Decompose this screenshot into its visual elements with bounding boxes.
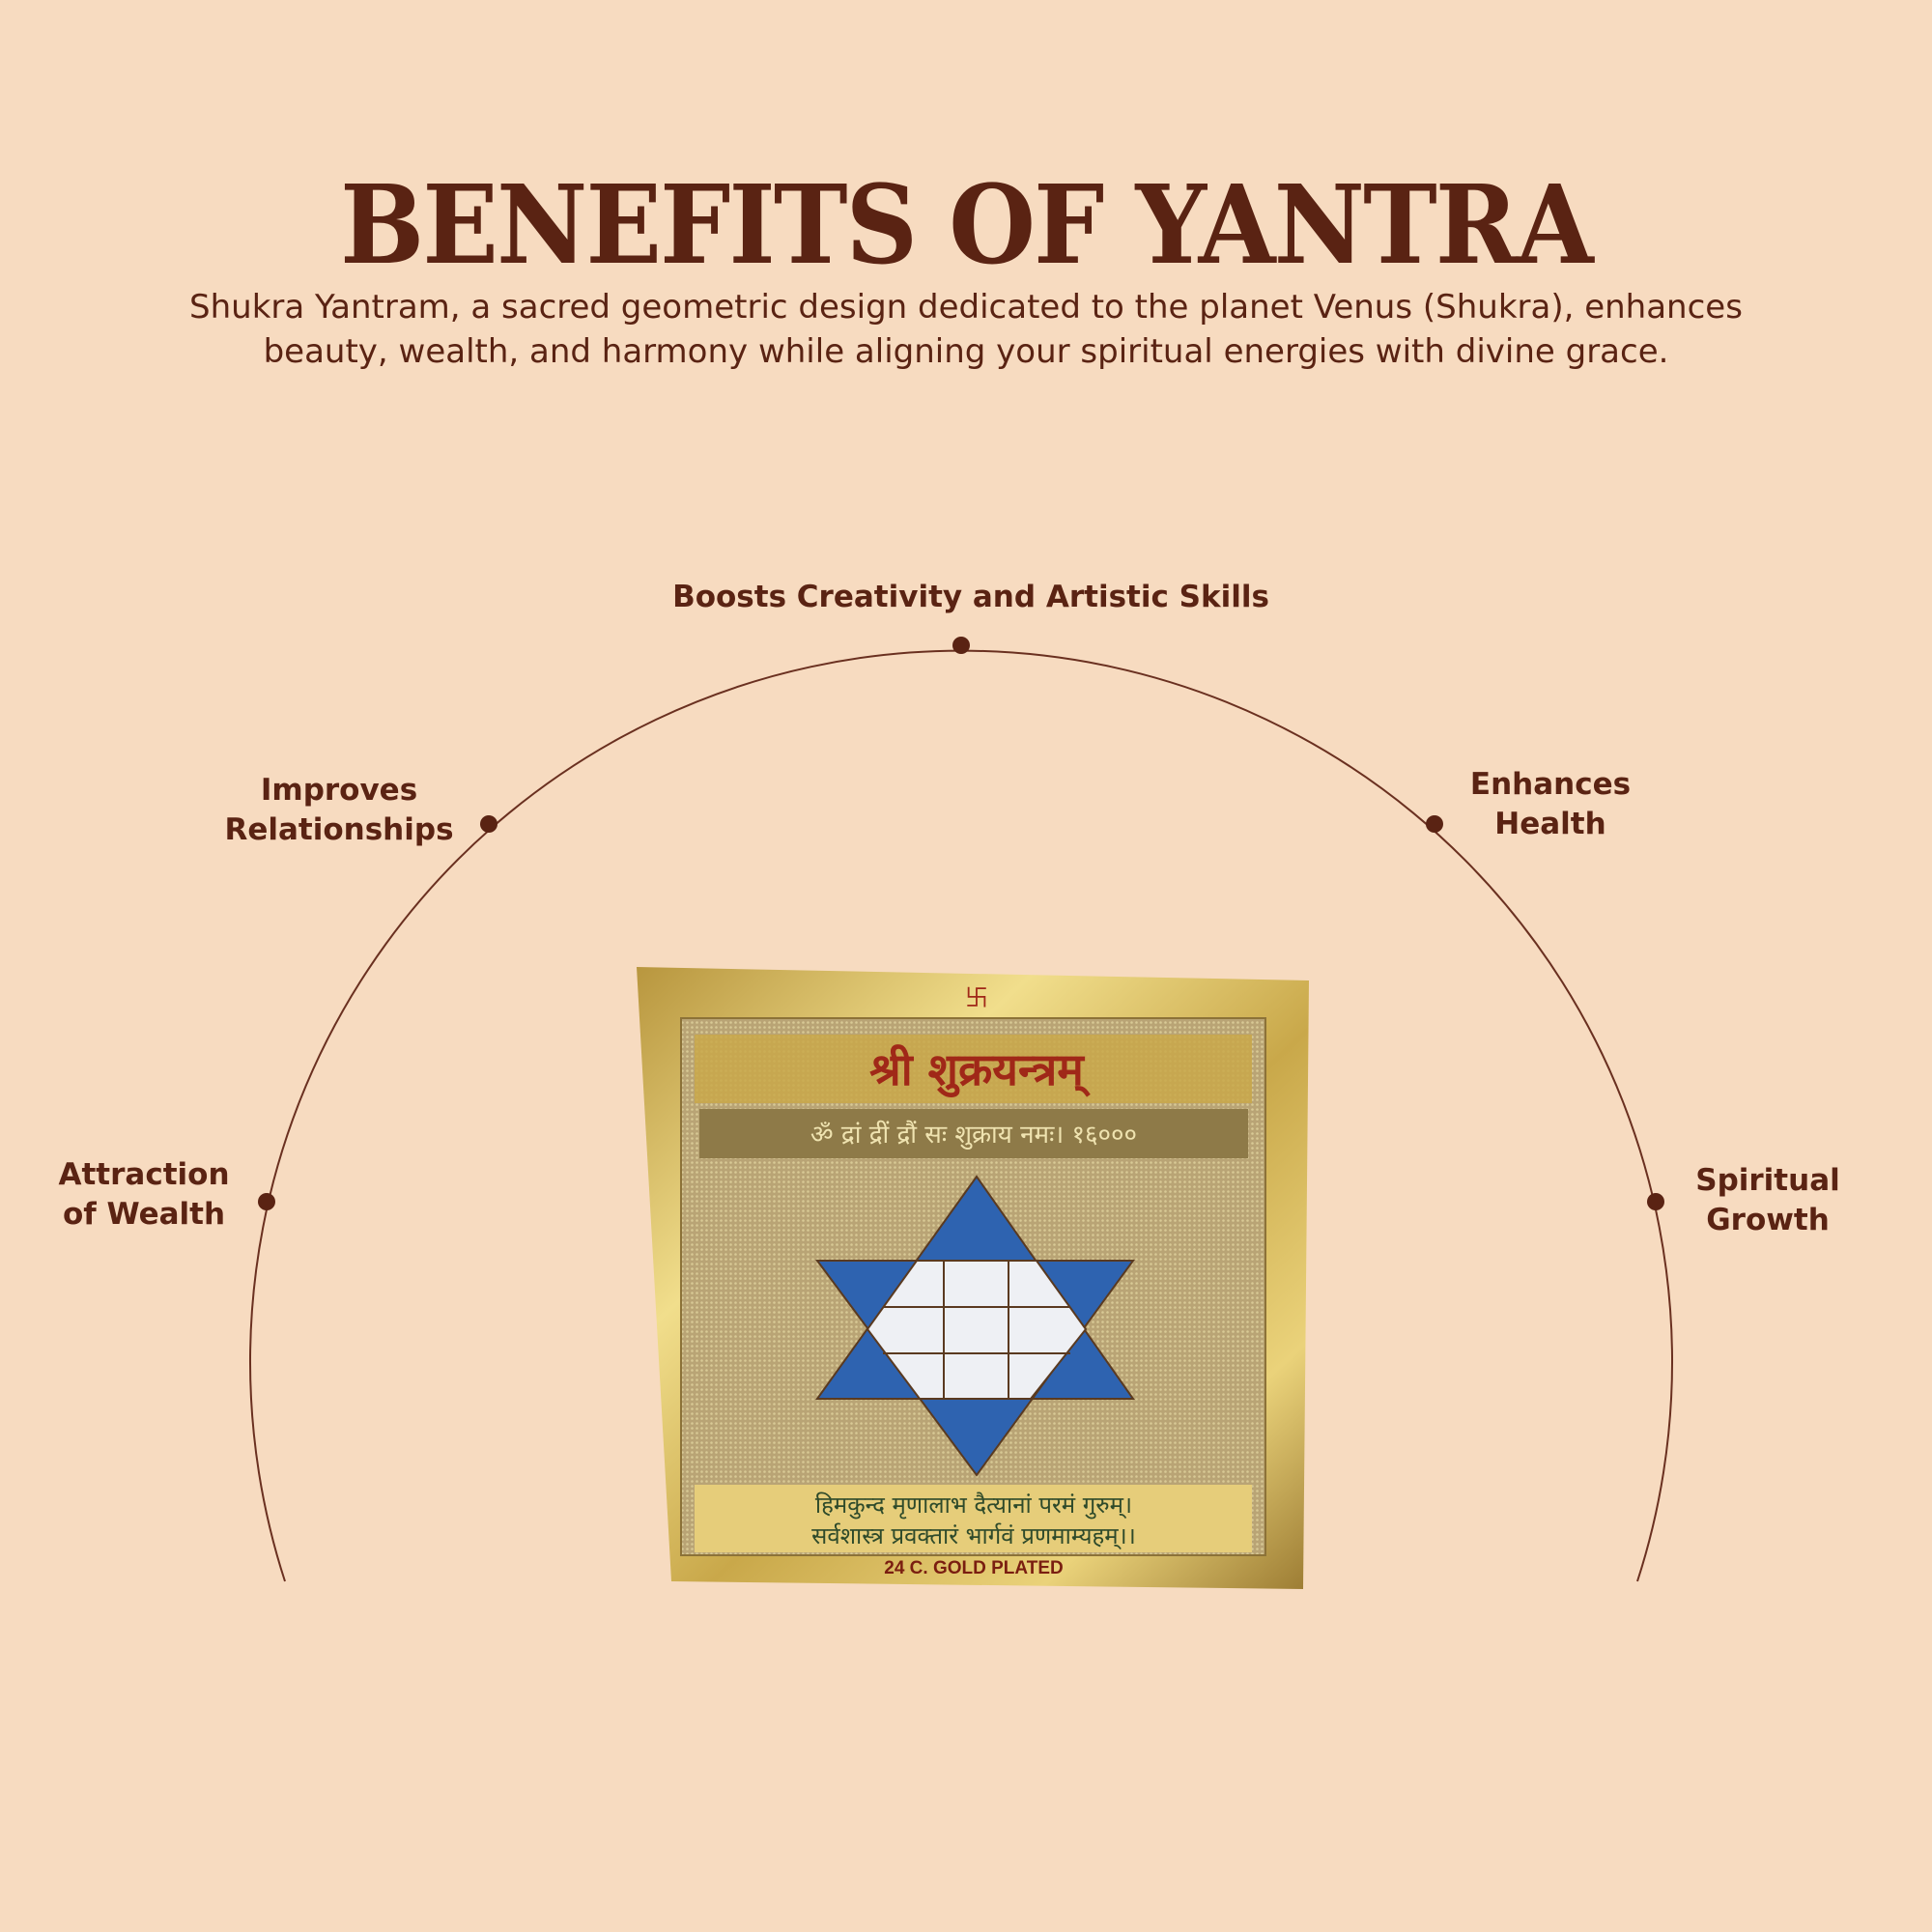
dot-upper-right xyxy=(1426,815,1443,833)
shukra-yantra-image: 卐 श्री शुक्रयन्त्रम् ॐ द्रां द्रीं द्रौं… xyxy=(637,967,1309,1589)
benefit-relationships: Improves Relationships xyxy=(224,771,453,850)
subtitle-line-2: beauty, wealth, and harmony while aligni… xyxy=(263,332,1669,371)
yantra-heading: श्री शुक्रयन्त्रम् xyxy=(869,1043,1092,1098)
benefit-wealth: Attraction of Wealth xyxy=(58,1155,229,1235)
benefit-creativity: Boosts Creativity and Artistic Skills xyxy=(672,580,1269,614)
dot-upper-left xyxy=(480,815,497,833)
label-line: Growth xyxy=(1706,1203,1830,1237)
yantra-verse-line-1: हिमकुन्द मृणालाभ दैत्यानां परमं गुरुम्। xyxy=(815,1492,1132,1520)
page-subtitle: Shukra Yantram, a sacred geometric desig… xyxy=(77,285,1855,374)
subtitle-line-1: Shukra Yantram, a sacred geometric desig… xyxy=(189,288,1743,327)
dot-lower-right xyxy=(1647,1193,1664,1210)
benefit-spiritual-growth: Spiritual Growth xyxy=(1695,1161,1840,1240)
label-line: of Wealth xyxy=(62,1197,226,1232)
dot-lower-left xyxy=(258,1193,275,1210)
label-line: Health xyxy=(1494,807,1606,841)
page-title: BENEFITS OF YANTRA xyxy=(340,162,1594,289)
svg-text:卐: 卐 xyxy=(965,984,988,1011)
yantra-verse-line-2: सर्वशास्त्र प्रवक्तारं भार्गवं प्रणमाम्य… xyxy=(811,1522,1136,1550)
yantra-footer: 24 C. GOLD PLATED xyxy=(884,1558,1064,1578)
yantra-mantra: ॐ द्रां द्रीं द्रौं सः शुक्राय नमः। १६००… xyxy=(810,1120,1137,1150)
label-line: Attraction xyxy=(58,1157,230,1192)
benefit-health: Enhances Health xyxy=(1470,765,1631,844)
dot-top xyxy=(952,637,970,654)
label-line: Spiritual xyxy=(1695,1163,1840,1198)
grid-hexagon xyxy=(866,1260,1088,1400)
label-line: Improves xyxy=(260,773,418,808)
label-line: Relationships xyxy=(224,812,454,847)
label-line: Enhances xyxy=(1469,767,1632,802)
